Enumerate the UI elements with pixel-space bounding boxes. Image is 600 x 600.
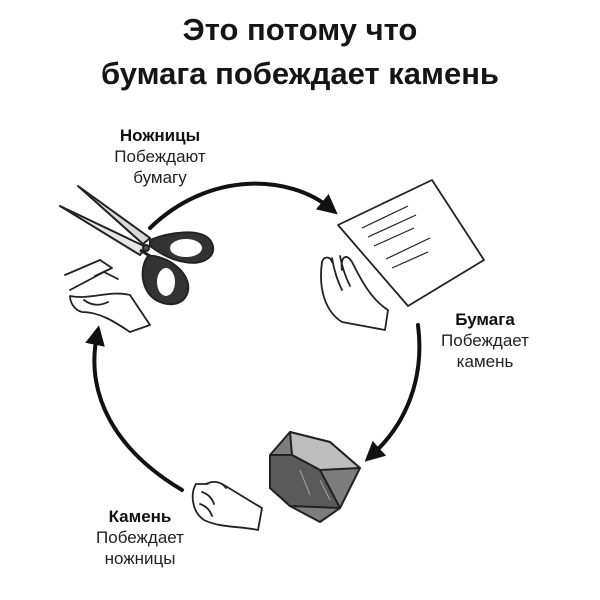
label-scissors-desc-2: бумагу [133,168,187,187]
label-paper-desc-2: камень [456,352,514,371]
arrow-rock-to-scissors [85,325,184,492]
label-paper-name: Бумага [455,310,515,329]
arrow-paper-to-rock [364,323,422,462]
scissors-icon [59,185,215,306]
arrow-scissors-to-paper [148,181,338,230]
page-title: Это потому что бумага побеждает камень [0,8,600,96]
label-rock-name: Камень [108,507,172,526]
label-scissors-desc-1: Побеждают [114,147,206,166]
paper-sheet-icon [337,179,485,307]
fist-hand-icon [191,481,263,531]
label-scissors-name: Ножницы [119,126,201,145]
label-scissors: Ножницы Побеждают бумагу [80,125,240,188]
label-rock-desc-1: Побеждает [96,528,184,547]
rock-icon [269,431,361,523]
title-line-2: бумага побеждает камень [101,56,499,91]
title-line-1: Это потому что [182,12,418,47]
label-rock-desc-2: ножницы [104,549,176,568]
label-paper-desc-1: Побеждает [441,331,529,350]
paper-hand-icon [320,255,389,331]
label-rock: Камень Побеждает ножницы [60,506,220,569]
scissors-hand-icon [64,259,151,333]
label-paper: Бумага Побеждает камень [410,309,560,372]
